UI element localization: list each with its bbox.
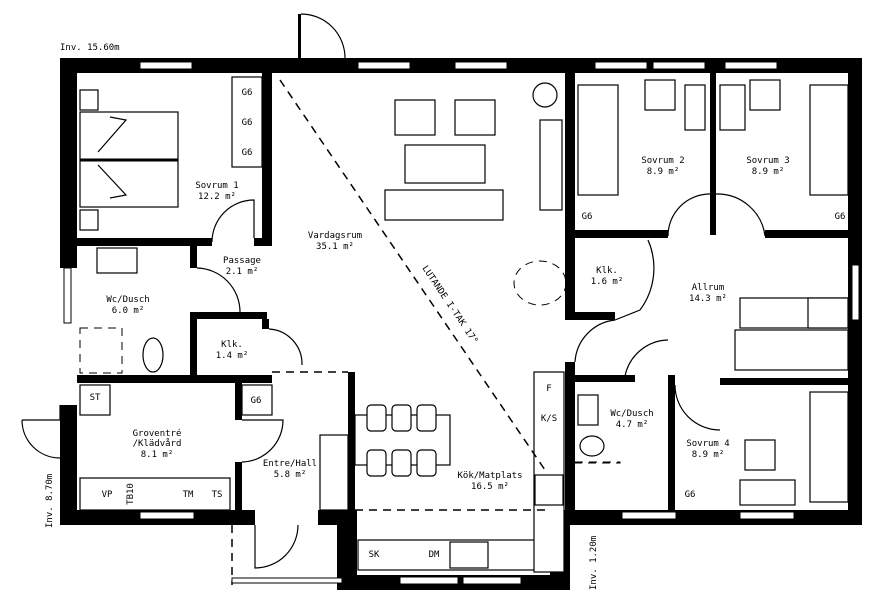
sk-label: SK <box>369 550 380 560</box>
tm-label: TM <box>183 490 194 500</box>
furniture <box>79 76 849 573</box>
ts-label: TS <box>212 490 223 500</box>
tb10-label: TB10 <box>126 483 136 505</box>
windows <box>63 61 860 585</box>
fridge-label: F <box>546 384 551 394</box>
g6-label: G6 <box>582 212 593 222</box>
g6-label: G6 <box>835 212 846 222</box>
height-dimension: Inv. 1.20m <box>589 536 599 590</box>
sloped-ceiling-line <box>279 79 546 471</box>
doors <box>21 13 766 585</box>
depth-dimension: Inv. 8.70m <box>45 474 55 528</box>
vp-label: VP <box>102 490 113 500</box>
sloped-ceiling-label: LUTANDE I-TAK 17° <box>420 264 480 346</box>
dishwasher-label: DM <box>429 550 440 560</box>
zone-line <box>272 371 545 511</box>
g6-label: G6 <box>242 148 253 158</box>
g6-label: G6 <box>242 118 253 128</box>
st-label: ST <box>90 393 101 403</box>
room-klk-2: Klk.1.6 m² <box>591 266 624 287</box>
freezer-label: K/S <box>541 414 557 424</box>
g6-label: G6 <box>242 88 253 98</box>
g6-label: G6 <box>685 490 696 500</box>
g6-label: G6 <box>251 396 262 406</box>
width-dimension: Inv. 15.60m <box>60 43 120 53</box>
room-klk-1: Klk.1.4 m² <box>216 340 249 361</box>
